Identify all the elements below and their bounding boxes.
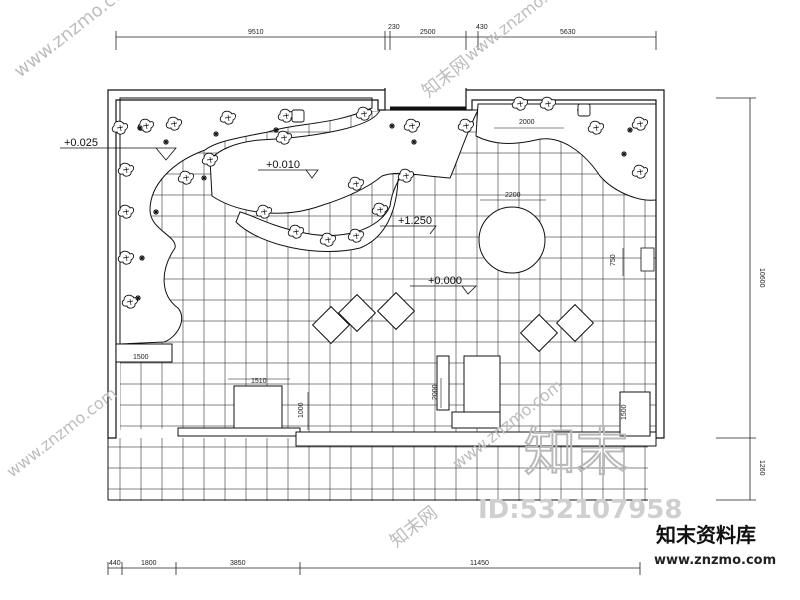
plant-icon (627, 127, 633, 133)
shrub-icon (539, 96, 556, 111)
dim-bottom-1: 440 (109, 560, 121, 567)
top-dimension-line (115, 31, 657, 50)
shrub-icon (457, 118, 474, 133)
level-label-1: +0.025 (64, 137, 98, 149)
plant-icon (201, 175, 207, 181)
outer-walls (107, 88, 665, 439)
dim-1500-left: 1500 (133, 354, 149, 361)
dim-1510: 1510 (251, 378, 267, 385)
dim-750: 750 (610, 254, 617, 266)
shrub-icon (275, 130, 292, 145)
shrub-icon (631, 164, 648, 179)
shrub-icon (121, 294, 138, 309)
dim-2000-stage: 2000 (519, 119, 535, 126)
wall-niche (640, 247, 655, 272)
watermark-cn-1: 知末网 (418, 52, 473, 102)
round-table (478, 206, 546, 274)
level-label-3: +1.250 (398, 215, 432, 227)
plant-icon (139, 255, 145, 261)
garden-bed-left (119, 97, 373, 345)
brand-name: 知末资料库 (656, 523, 756, 547)
bottom-dimension-line (107, 562, 641, 575)
shrub-icon (631, 116, 648, 131)
shrub-icon (117, 250, 134, 265)
dim-top-5: 5630 (560, 29, 576, 36)
shrub-icon (165, 116, 182, 131)
shrub-icon (587, 120, 604, 135)
shrub-icon (347, 228, 364, 243)
shrub-icon (177, 170, 194, 185)
level-markers (60, 147, 477, 295)
dim-1000: 1000 (298, 402, 305, 418)
garden-center (209, 109, 479, 214)
terrace-tiles (108, 438, 648, 501)
level-label-2: +0.010 (266, 159, 300, 171)
level-label-4: +0.000 (428, 275, 462, 287)
plant-icon (137, 125, 143, 131)
brand-id: ID:532107958 (478, 495, 682, 525)
shrub-icon (255, 204, 272, 219)
shrub-icon (137, 118, 154, 133)
shrub-icon (277, 108, 294, 123)
dim-top-2: 230 (388, 24, 400, 31)
shrub-icon (511, 96, 528, 111)
planting-symbols (111, 96, 648, 309)
seating-icon (577, 103, 591, 117)
dim-right-1: 10600 (758, 268, 765, 288)
brand-url: www.znzmo.com (654, 553, 776, 568)
shrub-icon (117, 204, 134, 219)
plant-icon (389, 123, 395, 129)
plant-icon (135, 295, 141, 301)
dim-top-3: 2500 (420, 29, 436, 36)
shrub-icon (219, 110, 236, 125)
dim-right-2: 1260 (758, 460, 765, 476)
dim-bottom-2: 1800 (141, 560, 157, 567)
shrub-icon (355, 106, 372, 121)
plant-icon (411, 139, 417, 145)
brand-logo-outline: 知末 (524, 423, 628, 483)
plant-icon (153, 209, 159, 215)
plant-icon (213, 131, 219, 137)
dim-top-1: 9510 (248, 29, 264, 36)
dim-bottom-4: 11450 (470, 560, 489, 567)
shrub-icon (403, 118, 420, 133)
diamond-planters (311, 291, 595, 353)
shrub-icon (397, 168, 414, 183)
dim-bottom-3: 3850 (230, 560, 246, 567)
plant-icon (273, 127, 279, 133)
dim-1500-right: 1500 (621, 404, 628, 420)
watermark-url-1: www.znzmo.com (10, 0, 142, 82)
shrub-icon (111, 120, 128, 135)
dim-2000-partition: 2000 (432, 384, 439, 400)
dim-2200: 2200 (505, 192, 521, 199)
dim-top-4: 430 (476, 24, 488, 31)
plant-icon (163, 139, 169, 145)
counters (115, 343, 657, 447)
shrub-icon (347, 176, 364, 191)
watermark-url-3: www.znzmo.com (3, 384, 120, 482)
shrub-icon (201, 152, 218, 167)
plant-icon (621, 151, 627, 157)
shrub-icon (287, 224, 304, 239)
shrub-icon (117, 162, 134, 177)
shrub-icon (371, 202, 388, 217)
right-dimension-line (716, 97, 756, 501)
shrub-icon (319, 232, 336, 247)
seating-icon (291, 109, 305, 123)
watermark-cn-2: 知末网 (386, 502, 441, 552)
